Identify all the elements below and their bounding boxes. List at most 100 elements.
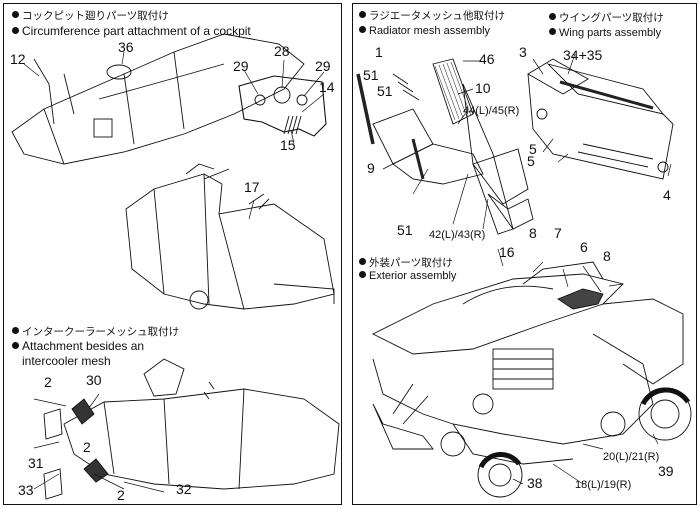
wing-title-en: Wing parts assembly (549, 27, 661, 40)
left-panel-line-art (11, 33, 340, 500)
label-part-5-bottom: 5 (527, 153, 535, 169)
label-part-1: 1 (375, 44, 383, 60)
dashboard-panel (238, 75, 327, 137)
radiator-leader-lines (382, 60, 489, 230)
label-part-20-21: 20(L)/21(R) (603, 451, 660, 463)
label-part-5-top: 5 (529, 141, 537, 157)
rear-wheel-hub-left (472, 393, 494, 415)
label-part-2-middle: 2 (83, 439, 91, 455)
label-part-39: 39 (658, 463, 674, 479)
radiator-mesh-lines (434, 61, 472, 121)
radiator-side-mesh (356, 73, 375, 145)
cockpit-rim (98, 63, 225, 100)
label-part-38: 38 (527, 475, 543, 491)
wing-title-jp: ウイングパーツ取付け (549, 12, 664, 25)
roll-hoop (185, 163, 230, 180)
intercooler-pins (203, 381, 215, 400)
gauge-right (296, 94, 308, 106)
intercooler-title-jp: インタークーラーメッシュ取付け (12, 326, 179, 339)
rear-wheel-hub-right (600, 411, 626, 437)
part-17-detail (248, 193, 270, 210)
label-part-14: 14 (319, 79, 335, 95)
cockpit-tub-ribs (43, 51, 185, 165)
radiator-mesh-part-9 (411, 138, 425, 180)
label-part-51-mid: 51 (377, 83, 393, 99)
radiator-duct-side (462, 83, 514, 235)
label-part-46: 46 (479, 51, 495, 67)
chassis-wheel-hub (189, 290, 209, 310)
label-part-8-right: 8 (603, 248, 611, 264)
gauge-left (254, 94, 266, 106)
body-cockpit-opening (462, 285, 554, 305)
radiator-duct-inlet (472, 148, 529, 205)
front-tire-sidewall-band (478, 452, 522, 469)
label-part-8-left: 8 (529, 225, 537, 241)
rear-tire-rim (650, 399, 680, 429)
body-sidepod-lower (452, 423, 574, 465)
label-part-31: 31 (28, 455, 44, 471)
radiator-lower-flap (487, 193, 534, 230)
gauge-center (273, 86, 291, 104)
radiator-mesh-frame (432, 58, 474, 125)
wing-endplate-top (527, 58, 589, 95)
front-wheel-hub (440, 431, 466, 457)
wing-gurney-strip (559, 80, 654, 110)
label-part-33: 33 (18, 482, 34, 498)
intercooler-duct (143, 358, 185, 397)
label-part-15: 15 (280, 137, 296, 153)
radiator-small-parts (392, 73, 420, 101)
radiator-title-jp: ラジエータメッシュ他取付け (359, 10, 505, 23)
part-17-leader (248, 199, 255, 220)
wing-struts (577, 143, 654, 168)
radiator-base-plate (392, 143, 484, 185)
label-part-51-top: 51 (363, 67, 379, 83)
label-part-29-right: 29 (315, 58, 331, 74)
right-instruction-panel: ラジエータメッシュ他取付け Radiator mesh assembly ウイン… (352, 3, 697, 505)
cockpit-title-en: Circumference part attachment of a cockp… (12, 25, 251, 38)
exterior-title-jp: 外装パーツ取付け (359, 257, 453, 270)
radiator-core (372, 108, 434, 165)
exterior-leader-lines (497, 248, 624, 293)
body-vent-part-6 (557, 288, 604, 310)
steering-column (106, 64, 132, 80)
wing-mount-right (657, 161, 669, 173)
cockpit-tub-outline (11, 33, 305, 165)
label-part-3: 3 (519, 44, 527, 60)
front-tire-rim (488, 463, 512, 487)
label-part-51-bottom: 51 (397, 222, 413, 238)
exterior-lower-leader-lines (512, 433, 659, 485)
label-part-42-43: 42(L)/43(R) (429, 229, 486, 241)
label-part-4: 4 (663, 187, 671, 203)
label-part-16: 16 (499, 244, 515, 260)
floor-edge (273, 283, 335, 304)
rear-wing-assembly (602, 298, 684, 385)
radiator-title-en: Radiator mesh assembly (359, 25, 490, 38)
label-part-32: 32 (176, 481, 192, 497)
intercooler-title-en-line1: Attachment besides an (12, 340, 144, 353)
cockpit-frame-rods (33, 58, 75, 125)
rear-tire-sidewall-band (640, 387, 691, 406)
label-part-17: 17 (244, 179, 260, 195)
body-undertray (372, 333, 654, 445)
label-part-30: 30 (86, 372, 102, 388)
pedal-box (93, 118, 113, 138)
label-part-12: 12 (10, 51, 26, 67)
intercooler-title-en-line2: intercooler mesh (22, 354, 111, 368)
label-part-29-left: 29 (233, 58, 249, 74)
intercooler-mesh-lower (83, 458, 109, 483)
dashboard-wires (283, 115, 302, 135)
intercooler-mesh-upper (71, 398, 95, 425)
body-engine-cover (371, 273, 624, 355)
wing-mount-left (536, 108, 548, 120)
chassis-body-outline (125, 173, 335, 310)
front-wing-flaps (392, 383, 429, 425)
wing-lower-element (527, 73, 674, 180)
label-part-34-35: 34+35 (563, 47, 603, 63)
label-part-9: 9 (367, 160, 375, 176)
right-panel-line-art (356, 53, 692, 498)
chassis-ribs (153, 173, 245, 310)
label-part-7: 7 (554, 225, 562, 241)
cockpit-leader-lines (23, 51, 325, 145)
exterior-title-en: Exterior assembly (359, 270, 456, 283)
front-wing (372, 403, 434, 450)
